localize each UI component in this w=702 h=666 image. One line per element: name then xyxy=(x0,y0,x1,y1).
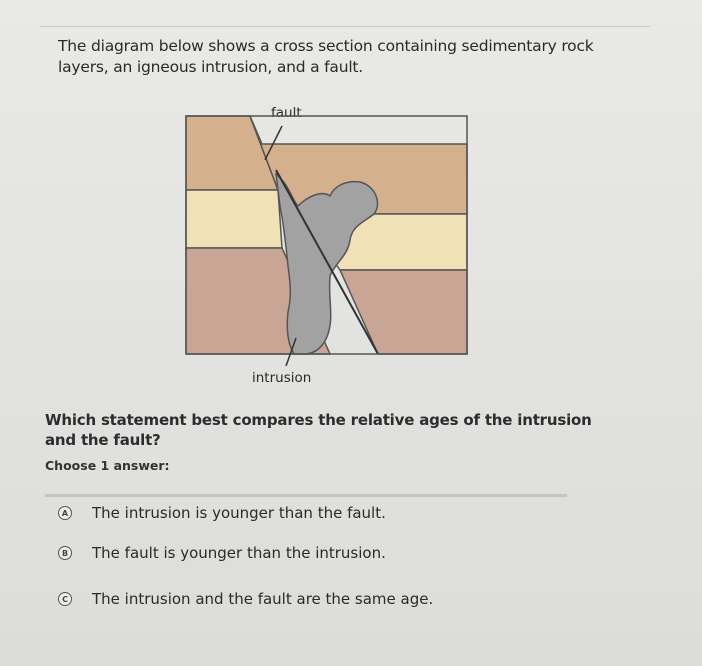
choose-instruction: Choose 1 answer: xyxy=(45,458,170,473)
diagram-border xyxy=(185,115,468,355)
intrusion-pointer-line xyxy=(285,337,297,367)
answer-option-b-text: The fault is younger than the intrusion. xyxy=(92,544,386,562)
cross-section-diagram xyxy=(185,115,468,367)
radio-c-icon[interactable]: C xyxy=(58,592,72,606)
fault-pointer-line xyxy=(264,125,283,161)
answer-option-c-text: The intrusion and the fault are the same… xyxy=(92,590,434,608)
prompt-text: Which statement best compares the relati… xyxy=(45,411,592,449)
radio-b-icon[interactable]: B xyxy=(58,546,72,560)
intrusion-label: intrusion xyxy=(252,370,312,386)
left-middle-layer xyxy=(185,189,283,249)
answers-divider xyxy=(45,494,567,497)
question-text: The diagram below shows a cross section … xyxy=(58,37,594,76)
right-bottom-layer xyxy=(338,269,468,355)
answer-option-c[interactable]: C The intrusion and the fault are the sa… xyxy=(58,590,433,608)
radio-a-icon[interactable]: A xyxy=(58,506,72,520)
answer-option-a-text: The intrusion is younger than the fault. xyxy=(92,504,386,522)
igneous-intrusion xyxy=(275,172,379,355)
answer-option-a[interactable]: A The intrusion is younger than the faul… xyxy=(58,504,386,522)
fault-line xyxy=(275,169,379,355)
fault-label: fault xyxy=(271,105,302,121)
answer-option-b[interactable]: B The fault is younger than the intrusio… xyxy=(58,544,386,562)
top-divider xyxy=(40,26,650,27)
